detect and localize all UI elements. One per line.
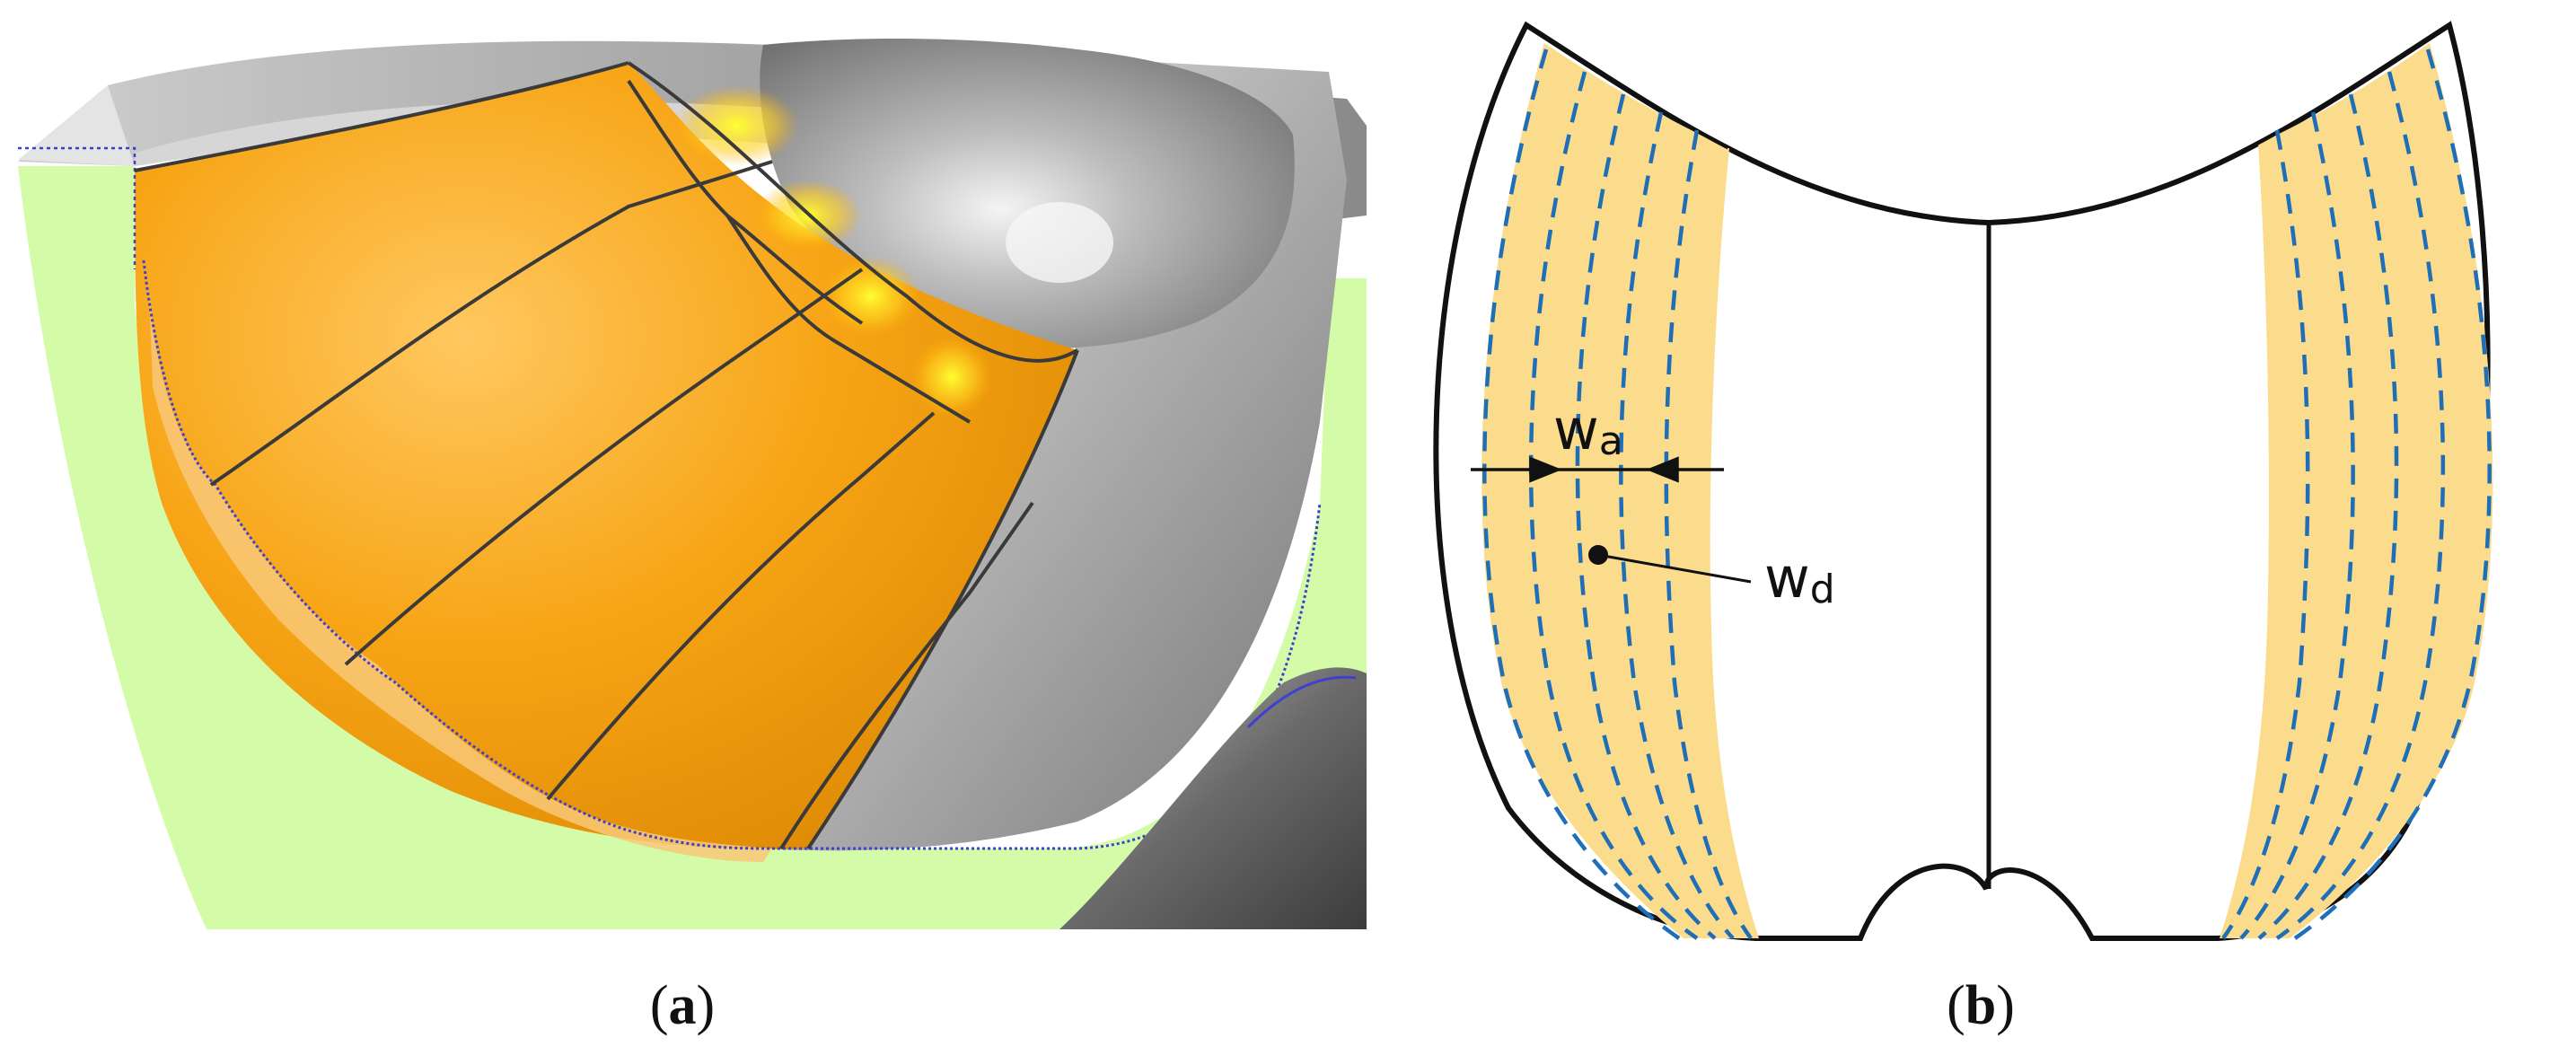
caption-b: (b) xyxy=(1947,975,2015,1036)
caption-a: (a) xyxy=(649,975,716,1036)
wd-label: wd xyxy=(1764,545,1835,612)
wa-label: wa xyxy=(1553,397,1623,464)
panel-a-render xyxy=(18,36,1367,929)
dark-slot xyxy=(1059,667,1367,929)
orange-contact-zone xyxy=(135,63,1077,849)
green-surface xyxy=(18,166,1367,929)
right-dashed-lines xyxy=(2221,48,2492,940)
wd-leader-line xyxy=(1597,553,1752,584)
right-contact-band xyxy=(2220,43,2493,938)
contact-grid-lines xyxy=(134,61,1079,850)
orange-lip xyxy=(148,269,772,862)
rim-top-face xyxy=(18,85,135,166)
left-dashed-lines xyxy=(1482,48,1753,940)
left-contact-band xyxy=(1481,43,1758,938)
wa-dimension xyxy=(1471,456,1724,483)
panel-b-schematic: wa wd xyxy=(1433,21,2493,941)
